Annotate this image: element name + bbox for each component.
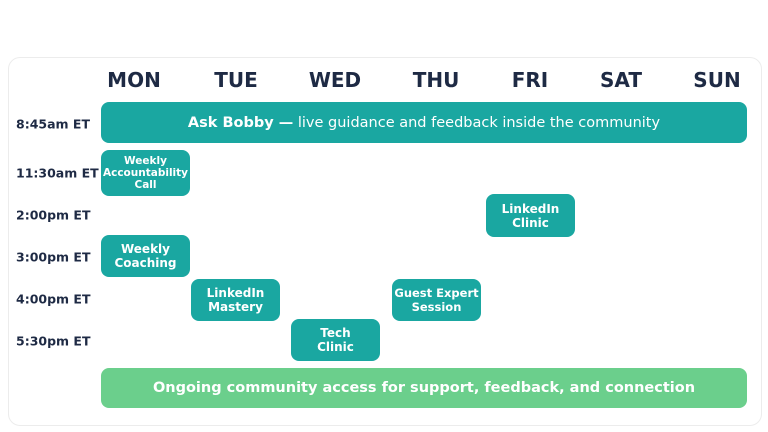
event-label: Coaching [114,256,177,270]
time-label: 3:00pm ET [16,249,91,265]
event-guest-expert-session: Guest Expert Session [392,279,481,321]
day-header-mon: MON [107,68,161,92]
time-label: 8:45am ET [16,116,90,132]
event-ongoing-community-access: Ongoing community access for support, fe… [101,368,747,408]
day-header-thu: THU [412,68,460,92]
event-label: Clinic [317,340,354,354]
time-label: 5:30pm ET [16,333,91,349]
event-ask-bobby: Ask Bobby — live guidance and feedback i… [101,102,747,143]
day-header-sat: SAT [600,68,642,92]
event-label: Session [411,300,462,314]
event-tech-clinic: Tech Clinic [291,319,380,361]
event-title: Ask Bobby — [187,114,294,131]
event-label: Call [134,179,157,191]
event-label: LinkedIn [501,201,560,216]
event-label: Guest Expert [394,286,479,300]
event-label: Weekly [120,242,170,256]
time-label: 2:00pm ET [16,207,91,223]
event-label: Tech [320,326,351,340]
event-weekly-coaching: Weekly Coaching [101,235,190,277]
event-label: Accountability [102,167,189,179]
day-header-tue: TUE [214,68,258,92]
event-linkedin-mastery: LinkedIn Mastery [191,279,280,321]
day-header-fri: FRI [511,68,549,92]
time-label: 4:00pm ET [16,291,91,307]
event-label: Mastery [208,300,263,314]
event-label: Clinic [512,215,549,230]
day-header-wed: WED [308,68,362,92]
event-linkedin-clinic: LinkedIn Clinic [486,194,575,237]
event-label: LinkedIn [206,286,265,300]
day-header-sun: SUN [693,68,741,92]
event-weekly-accountability-call: Weekly Accountability Call [101,150,190,196]
event-label: Ongoing community access for support, fe… [152,380,696,396]
event-subtitle: live guidance and feedback inside the co… [293,114,661,131]
event-label: Weekly [124,155,167,167]
time-label: 11:30am ET [16,165,99,181]
